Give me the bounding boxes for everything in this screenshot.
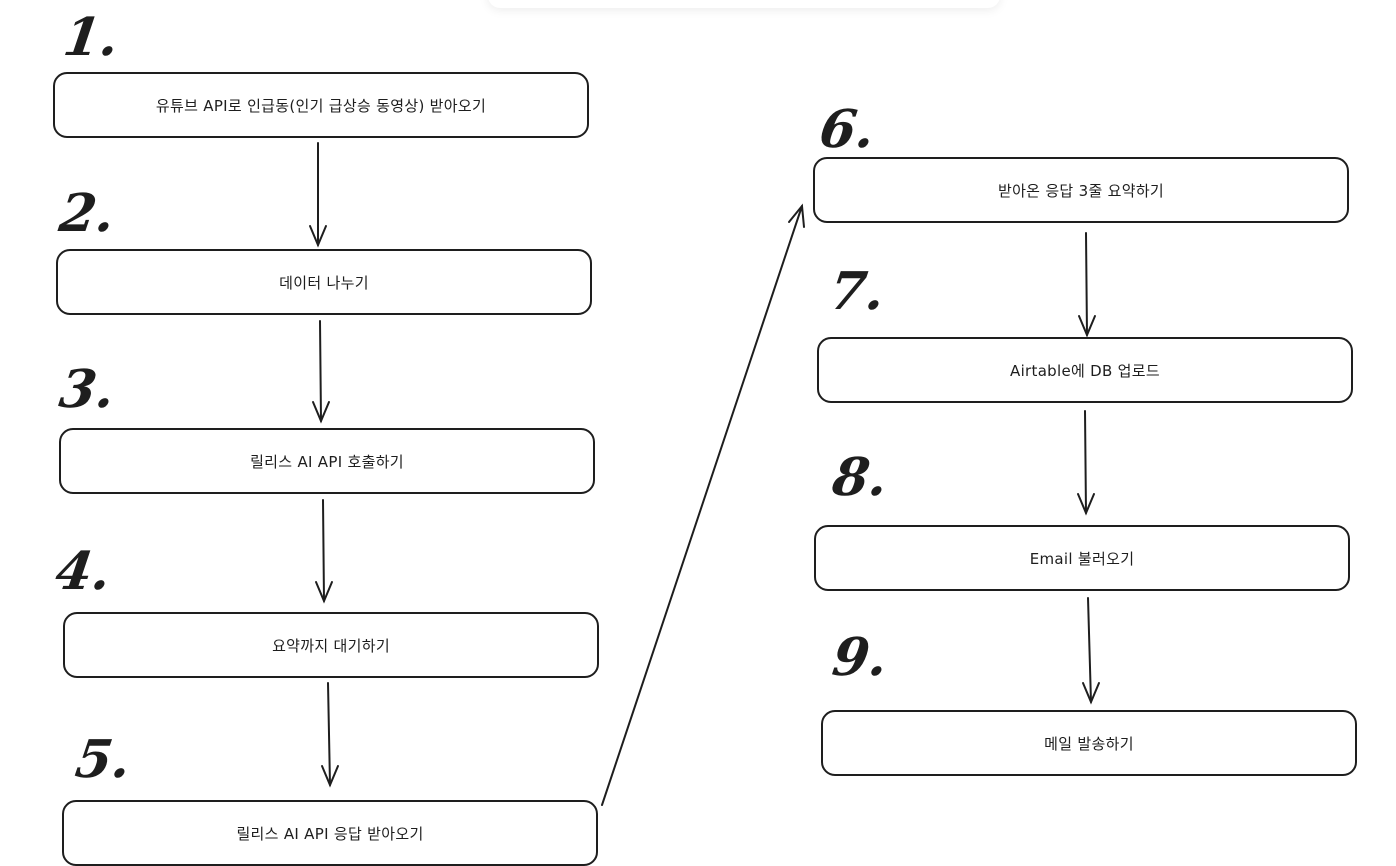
step-box-8[interactable]: Email 불러오기 (814, 525, 1350, 591)
step-number-4: 4. (51, 541, 115, 602)
step-label-2: 데이터 나누기 (279, 273, 369, 292)
arrow-2-to-3 (312, 320, 330, 424)
step-label-7: Airtable에 DB 업로드 (1010, 361, 1160, 380)
step-label-4: 요약까지 대기하기 (272, 636, 390, 655)
step-box-9[interactable]: 메일 발송하기 (821, 710, 1357, 776)
step-box-6[interactable]: 받아온 응답 3줄 요약하기 (813, 157, 1349, 223)
step-number-6: 6. (815, 99, 879, 160)
arrow-8-to-9 (1082, 597, 1100, 705)
step-number-1: 1. (59, 7, 123, 68)
step-box-2[interactable]: 데이터 나누기 (56, 249, 592, 315)
step-label-9: 메일 발송하기 (1044, 734, 1134, 753)
step-box-4[interactable]: 요약까지 대기하기 (63, 612, 599, 678)
arrow-4-to-5 (321, 682, 339, 788)
step-box-3[interactable]: 릴리스 AI API 호출하기 (59, 428, 595, 494)
step-box-1[interactable]: 유튜브 API로 인급동(인기 급상승 동영상) 받아오기 (53, 72, 589, 138)
step-number-2: 2. (55, 183, 119, 244)
step-label-6: 받아온 응답 3줄 요약하기 (997, 181, 1165, 200)
arrow-1-to-2 (309, 142, 327, 248)
step-label-1: 유튜브 API로 인급동(인기 급상승 동영상) 받아오기 (155, 96, 487, 115)
arrow-5-to-6 (601, 203, 805, 806)
step-label-5: 릴리스 AI API 응답 받아오기 (236, 824, 424, 843)
step-number-3: 3. (55, 359, 119, 420)
arrow-6-to-7 (1078, 232, 1096, 338)
step-number-8: 8. (828, 447, 892, 508)
step-number-7: 7. (825, 261, 889, 322)
step-label-8: Email 불러오기 (1029, 549, 1135, 568)
step-number-5: 5. (71, 729, 135, 790)
arrow-7-to-8 (1077, 410, 1095, 516)
toolbar-shadow (488, 0, 1000, 8)
step-label-3: 릴리스 AI API 호출하기 (250, 452, 404, 471)
step-box-7[interactable]: Airtable에 DB 업로드 (817, 337, 1353, 403)
arrow-3-to-4 (315, 499, 333, 604)
step-number-9: 9. (828, 627, 892, 688)
step-box-5[interactable]: 릴리스 AI API 응답 받아오기 (62, 800, 598, 866)
